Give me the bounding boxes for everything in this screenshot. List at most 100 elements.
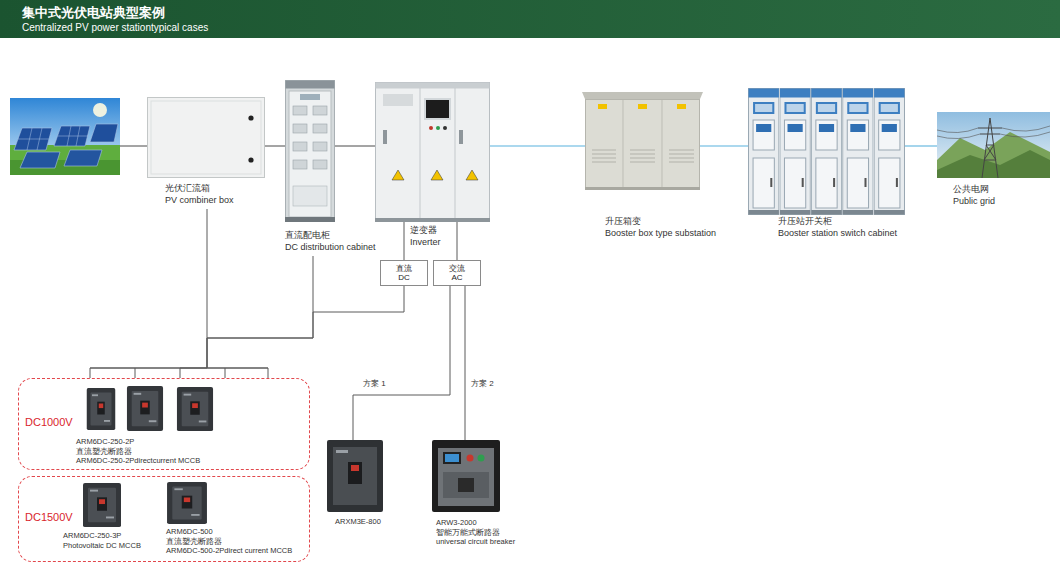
mccb-product: ARM6DC-250-3PPhotovoltaic DC MCCB — [81, 481, 121, 527]
wire — [120, 146, 147, 147]
solar-array — [64, 150, 102, 166]
mccb-product: ARM6DC-500直流塑壳断路器ARM6DC-500-2Pdirect cur… — [166, 480, 208, 524]
caption-text: Inverter — [410, 237, 441, 249]
caption-text: DC distribution cabinet — [285, 242, 376, 254]
tag-text: 交流 — [449, 264, 465, 273]
substation-picture — [586, 100, 700, 188]
acb-picture — [348, 462, 362, 484]
acb-picture — [333, 447, 377, 505]
dc-cabinet-picture — [289, 91, 331, 217]
connector — [490, 145, 585, 147]
page-title: 集中式光伏电站典型案例 — [22, 4, 165, 22]
caption-text: 升压箱变 — [605, 216, 716, 228]
combiner-box-picture — [148, 98, 265, 178]
inverter-picture — [426, 100, 449, 118]
caption-text: ARM6DC-250-2P — [76, 437, 200, 447]
combiner-box: 光伏汇流箱PV combiner box — [147, 97, 265, 178]
inverter-picture — [443, 126, 447, 130]
universal-breaker-picture — [443, 472, 489, 498]
power-grid-picture — [937, 112, 1050, 178]
scheme-label: 方案 1 — [362, 378, 387, 389]
caption-text: 公共电网 — [953, 184, 995, 196]
dc-cabinet-picture — [286, 81, 335, 222]
inverter-picture — [431, 170, 443, 180]
power-grid-picture — [978, 118, 1002, 178]
caption-text: 逆变器 — [410, 225, 441, 237]
combiner-box-picture — [151, 101, 261, 174]
header-bar — [0, 0, 1060, 38]
substation-picture — [623, 100, 624, 187]
power-grid-picture — [937, 132, 1050, 178]
dc-cabinet-picture — [293, 186, 327, 206]
universal-breaker-picture — [438, 448, 494, 506]
inverter: 逆变器Inverter — [375, 82, 490, 222]
dc-cabinet-picture — [285, 81, 335, 223]
dc-cabinet-picture — [313, 106, 327, 115]
universal-breaker-picture — [443, 452, 461, 464]
connector — [905, 145, 937, 147]
substation-picture — [638, 104, 647, 109]
connector — [404, 222, 405, 260]
acb-picture — [336, 450, 348, 453]
universal-breaker-picture — [432, 440, 500, 512]
caption-text: 光伏汇流箱 — [165, 183, 234, 195]
switch-cabinet-picture — [811, 89, 841, 215]
caption-text: Booster box type substation — [605, 228, 716, 240]
breaker-picture — [167, 482, 207, 524]
inverter-picture — [383, 130, 387, 144]
inverter-picture — [376, 83, 490, 222]
solar-array — [10, 98, 120, 175]
substation-picture — [582, 92, 703, 190]
caption-text: ARM6DC-250-3P — [63, 531, 141, 541]
substation-picture — [582, 92, 703, 99]
substation-picture — [677, 104, 686, 109]
power-grid-picture — [937, 150, 1050, 178]
inverter-picture — [459, 130, 463, 144]
inverter-picture — [375, 83, 490, 223]
universal-breaker-picture — [458, 478, 474, 492]
dc-tag: 直流DC — [380, 260, 428, 286]
caption-text: 升压站开关柜 — [778, 216, 897, 228]
caption-text: ARM6DC-250-2Pdirectcurrent MCCB — [76, 456, 200, 466]
caption-text: 直流塑壳断路器 — [76, 447, 200, 457]
connector — [265, 146, 285, 147]
caption-text: ARXM3E-800 — [335, 517, 381, 527]
inverter-picture — [375, 218, 490, 222]
combiner-box-picture — [248, 115, 253, 120]
caption-text: ARW3-2000 — [436, 518, 515, 528]
acb-product: ARW3-2000智能万能式断路器universal circuit break… — [432, 440, 500, 512]
substation-picture — [592, 150, 694, 162]
inverter-picture — [383, 94, 413, 106]
universal-breaker-picture — [478, 455, 485, 462]
dc-cabinet-picture — [313, 160, 327, 169]
breaker-picture — [83, 483, 121, 527]
caption-text: PV combiner box — [165, 195, 234, 207]
substation-picture — [598, 104, 607, 109]
breaker-picture — [177, 387, 213, 431]
dc-cabinet-picture — [313, 142, 327, 151]
connector — [465, 286, 466, 440]
universal-breaker-picture — [467, 455, 474, 462]
tag-text: DC — [398, 273, 410, 282]
power-grid-picture — [937, 126, 1050, 139]
inverter-picture — [376, 83, 490, 89]
tag-text: 直流 — [396, 264, 412, 273]
switch-cabinet: 升压站开关柜Booster station switch cabinet — [748, 88, 905, 215]
tag-text: AC — [451, 273, 462, 282]
group-heading: DC1500V — [25, 511, 73, 523]
dc-cabinet-picture — [293, 142, 307, 151]
dc-cabinet-picture — [313, 124, 327, 133]
solar-array — [20, 152, 60, 168]
universal-breaker-picture — [445, 454, 459, 462]
acb-picture — [327, 440, 383, 512]
acb-picture — [351, 465, 359, 471]
voltage-group: ARM6DC-250-2P直流塑壳断路器ARM6DC-250-2Pdirectc… — [18, 378, 310, 470]
dc-cabinet: 直流配电柜DC distribution cabinet — [285, 80, 335, 222]
substation-picture — [662, 100, 663, 187]
dc-cabinet-picture — [293, 160, 307, 169]
group-heading: DC1000V — [25, 416, 73, 428]
switch-cabinet-picture — [749, 89, 779, 215]
inverter-picture — [455, 88, 456, 218]
dc-cabinet-picture — [286, 81, 335, 89]
